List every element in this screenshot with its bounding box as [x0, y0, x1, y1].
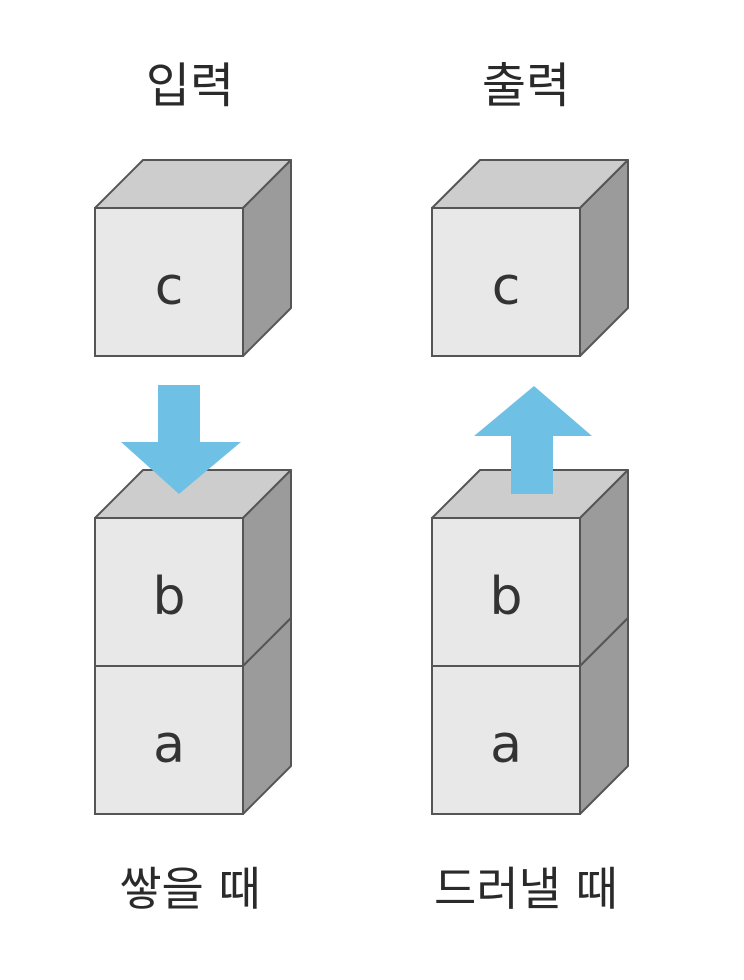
output-block-c-label: c	[492, 257, 521, 317]
output-block-c: c	[431, 159, 629, 357]
input-caption: 쌓을 때	[119, 862, 261, 916]
output-title: 출력	[481, 58, 571, 114]
input-block-b: b	[94, 469, 292, 667]
input-stack: c b a	[94, 159, 292, 815]
output-caption: 드러낼 때	[434, 862, 618, 916]
input-block-a: a	[94, 617, 292, 815]
input-block-a-label: a	[153, 715, 185, 775]
output-block-a-label: a	[490, 715, 522, 775]
input-block-c: c	[94, 159, 292, 357]
output-block-b-label: b	[489, 567, 522, 627]
output-block-a: a	[431, 617, 629, 815]
output-block-b: b	[431, 469, 629, 667]
input-title: 입력	[145, 58, 235, 114]
up-arrow-icon	[474, 386, 592, 494]
input-block-b-label: b	[152, 567, 185, 627]
down-arrow-icon	[121, 385, 241, 494]
output-stack: c b a	[431, 159, 629, 815]
input-block-c-label: c	[155, 257, 184, 317]
